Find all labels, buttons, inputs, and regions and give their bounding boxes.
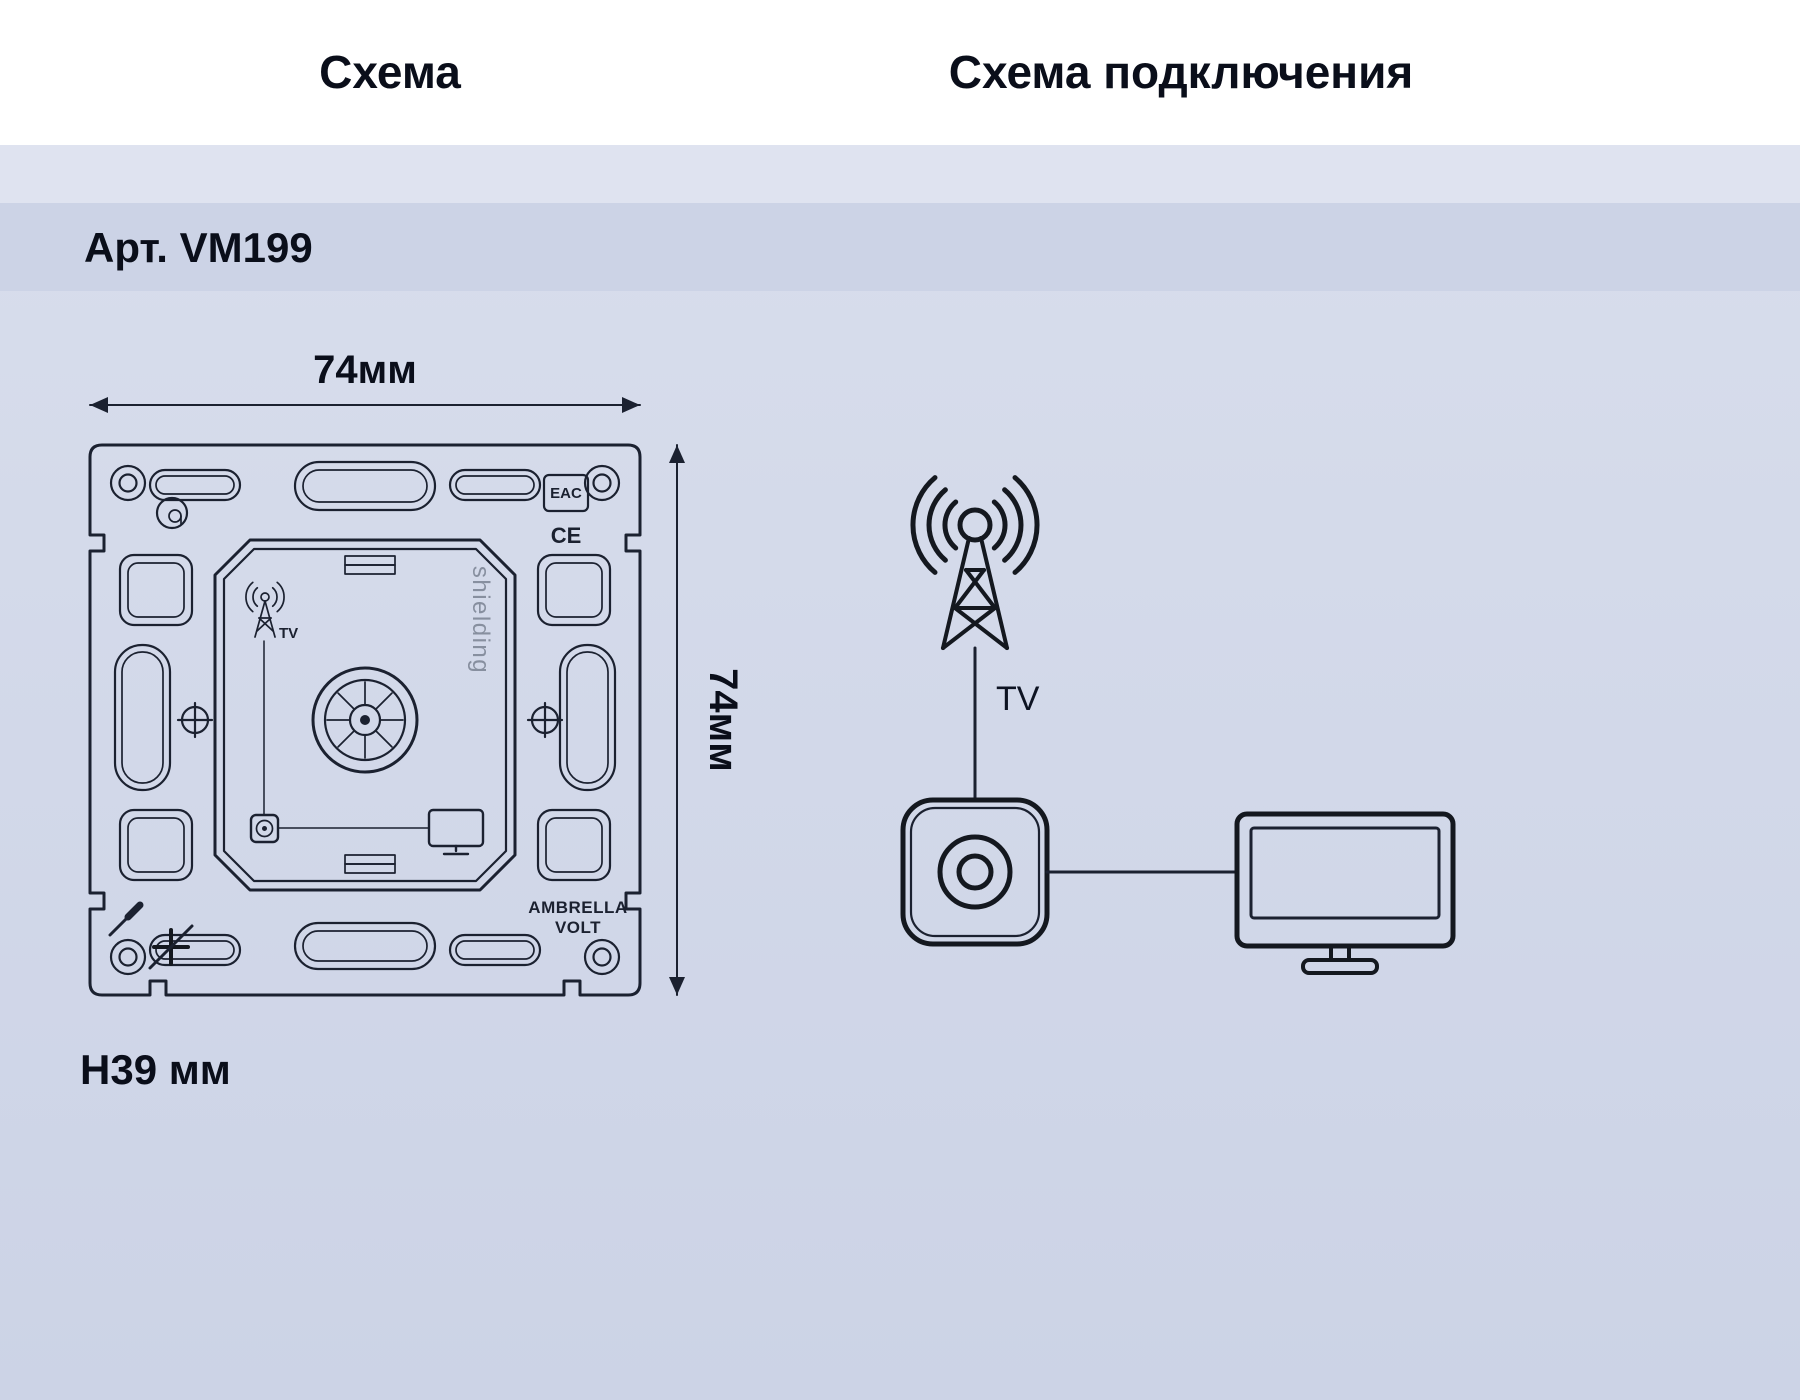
product-technical-drawing: 74мм 74мм: [88, 348, 745, 997]
eac-label: EAC: [550, 485, 582, 502]
top-slots: [148, 460, 542, 512]
header-band: [0, 0, 1800, 145]
ce-label: CE: [551, 523, 582, 548]
scheme-title: Схема: [319, 46, 461, 98]
dimension-height: 74мм: [669, 444, 745, 996]
corner-screw-holes: [109, 464, 621, 976]
brand-name-top: AMBRELLA: [528, 898, 627, 917]
brand-label: AMBRELLA VOLT: [528, 898, 627, 937]
side-claw-slots: [118, 553, 612, 882]
brand-name-bottom: VOLT: [555, 918, 601, 937]
no-cross-screw-icon: [148, 924, 194, 970]
width-dimension-label: 74мм: [313, 348, 417, 392]
module-tv-icon: [427, 808, 485, 856]
mount-depth-label: H39 мм: [80, 1046, 231, 1093]
dimension-width: 74мм: [89, 348, 641, 413]
tv-monitor-icon: [1234, 811, 1456, 975]
eac-mark: EAC: [542, 473, 590, 513]
mounting-frame-outline: [88, 443, 642, 997]
module-output-icon: [249, 813, 280, 844]
shielding-label: shielding: [467, 566, 494, 674]
rf-connector: [311, 666, 419, 774]
screwdriver-icon: [108, 901, 144, 937]
connection-tv-label: TV: [996, 680, 1040, 718]
article-band: [0, 203, 1800, 291]
article-number: Арт. VM199: [84, 224, 313, 271]
top-strip: [0, 145, 1800, 203]
wall-socket-icon: [900, 797, 1050, 947]
height-dimension-label: 74мм: [701, 668, 745, 772]
screw-adjusters: [176, 701, 564, 739]
antenna-tower-icon: [910, 475, 1040, 650]
connection-title: Схема подключения: [948, 46, 1414, 98]
shielding-label-group: shielding: [467, 566, 494, 674]
side-oval-openings: [113, 643, 617, 792]
module-antenna-icon: TV: [245, 581, 298, 642]
central-module: [213, 538, 517, 892]
module-wiring-lines: [263, 640, 429, 829]
module-antenna-label: TV: [279, 625, 298, 642]
bottom-slots: [148, 921, 542, 971]
connection-diagram: TV: [900, 475, 1456, 975]
ce-mark: CE: [551, 523, 582, 548]
brand-a-logo-icon: [155, 496, 189, 530]
